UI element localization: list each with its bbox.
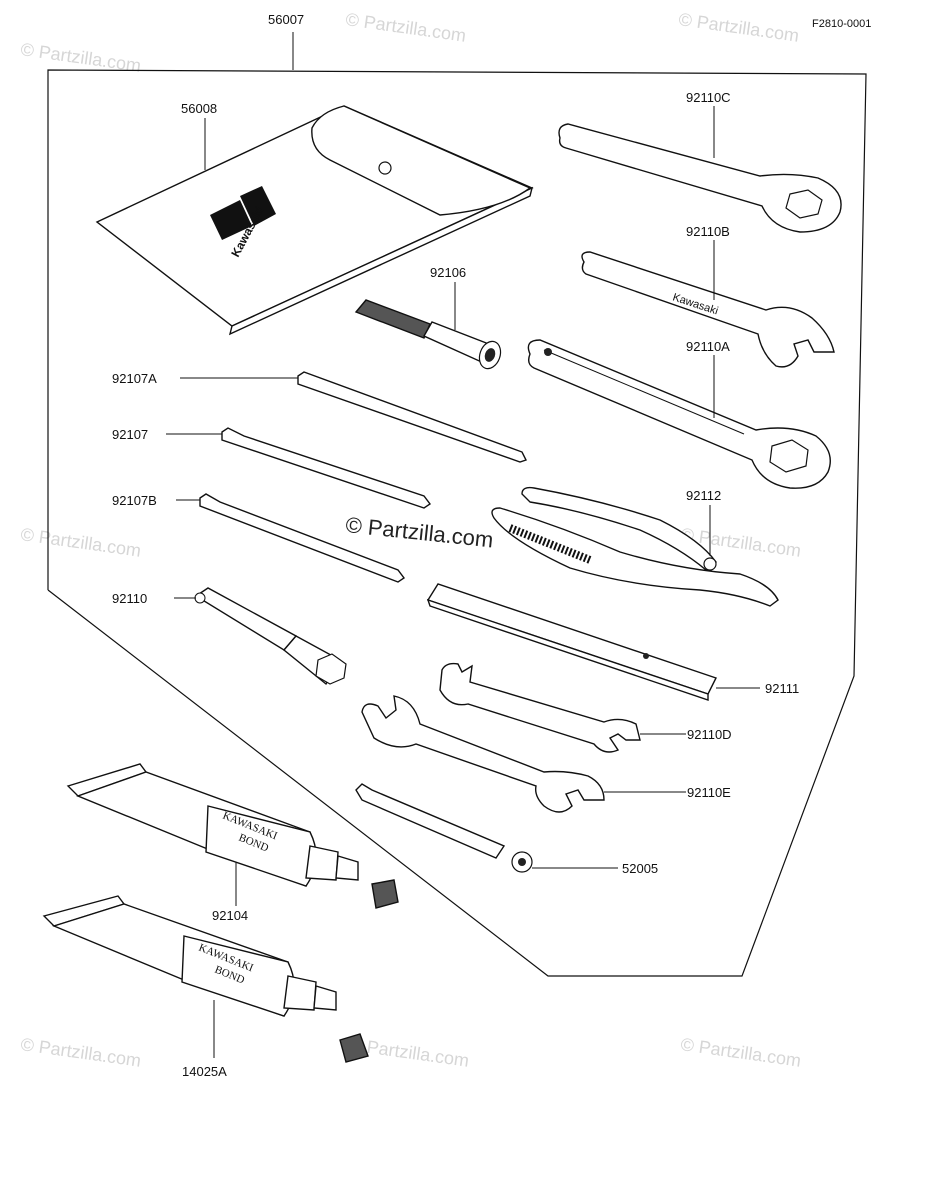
screwdriver-92107A: 92107A <box>112 371 527 463</box>
ring-wrench-92110C: 92110C <box>558 90 842 233</box>
part-label-92111: 92111 <box>765 681 799 696</box>
watermark-top-center: © Partzilla.com <box>344 9 467 46</box>
part-label-92110E: 92110E <box>687 785 731 800</box>
diagram-id: F2810-0001 <box>812 18 871 30</box>
kawasaki-logo-icon <box>210 186 276 240</box>
screwdriver-92107B: 92107B <box>112 493 406 583</box>
open-wrench-92110D: 92110D <box>439 662 732 753</box>
pliers-92112: 92112 <box>491 486 779 607</box>
part-label-92110: 92110 <box>112 591 147 606</box>
tire-gauge-52005: 52005 <box>355 783 658 876</box>
part-label-92110B: 92110B <box>686 224 730 239</box>
part-label-92107: 92107 <box>112 427 148 442</box>
watermark-bottom-left: © Partzilla.com <box>19 1034 142 1071</box>
frame-label: 56007 <box>268 12 304 27</box>
tool-pouch: Kawasaki 56008 <box>95 101 534 336</box>
part-label-52005: 52005 <box>622 861 658 876</box>
watermark-center: © Partzilla.com <box>344 512 494 552</box>
part-label-92107B: 92107B <box>112 493 157 508</box>
part-label-14025A: 14025A <box>182 1064 227 1079</box>
part-label-92112: 92112 <box>686 488 721 503</box>
kit-frame: 56007 <box>47 12 867 977</box>
screwdriver-92107: 92107 <box>112 427 432 509</box>
part-label-56008: 56008 <box>181 101 217 116</box>
part-label-92110C: 92110C <box>686 90 731 105</box>
watermark-top-right: © Partzilla.com <box>677 9 800 46</box>
part-label-92106: 92106 <box>430 265 466 280</box>
part-label-92110D: 92110D <box>687 727 732 742</box>
extension-bar-92111: 92111 <box>426 583 799 701</box>
part-label-92107A: 92107A <box>112 371 157 386</box>
part-label-92104: 92104 <box>212 908 248 923</box>
open-wrench-92110B: Kawasaki 92110B <box>581 224 835 368</box>
socket-handle-92106: 92106 <box>354 265 502 370</box>
bond-tube-14025A: KAWASAKI BOND 14025A <box>42 895 369 1079</box>
bond-tube-92104: KAWASAKI BOND 92104 <box>66 763 399 923</box>
plug-socket-92110: 92110 <box>112 587 347 686</box>
watermark-bottom-right: © Partzilla.com <box>679 1034 802 1071</box>
watermark-mid-left: © Partzilla.com <box>19 524 142 561</box>
open-wrench-92110E: 92110E <box>361 695 731 813</box>
box-wrench-92110A: 92110A <box>527 339 831 489</box>
part-label-92110A: 92110A <box>686 339 730 354</box>
